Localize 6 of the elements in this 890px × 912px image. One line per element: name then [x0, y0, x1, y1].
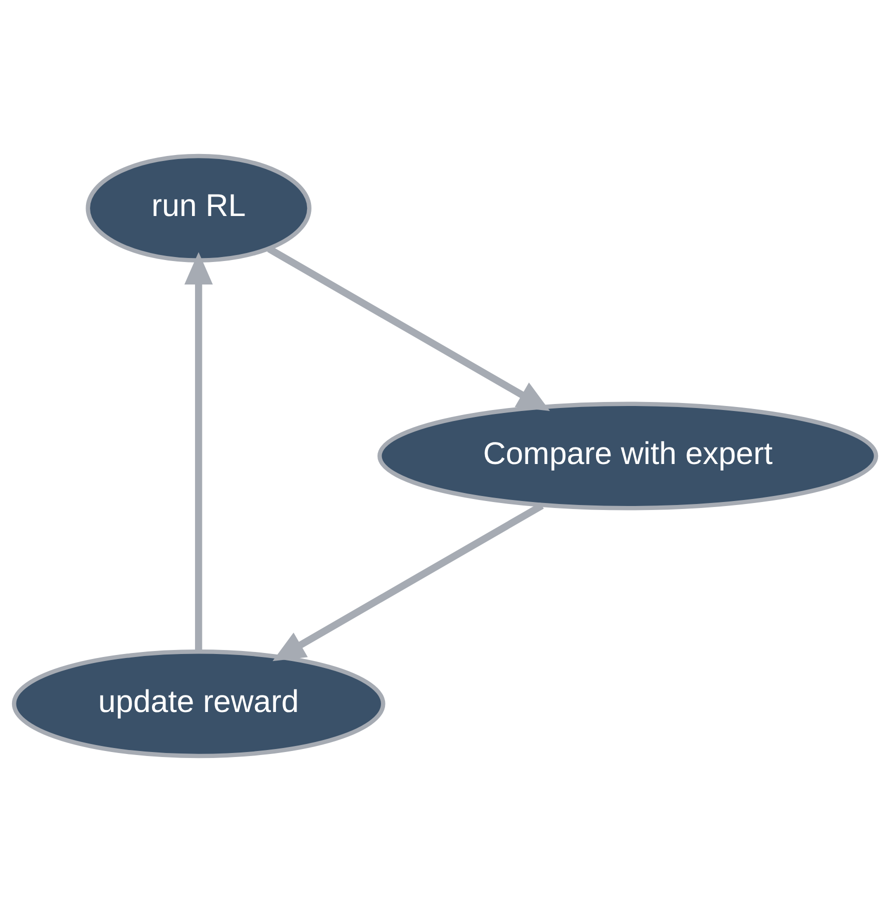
node-ellipse: update reward [12, 650, 386, 758]
node-ellipse: Compare with expert [377, 402, 878, 510]
node-ellipse: run RL [86, 154, 312, 262]
arrow [272, 502, 544, 662]
arrow [184, 252, 213, 652]
arrow [267, 246, 550, 412]
